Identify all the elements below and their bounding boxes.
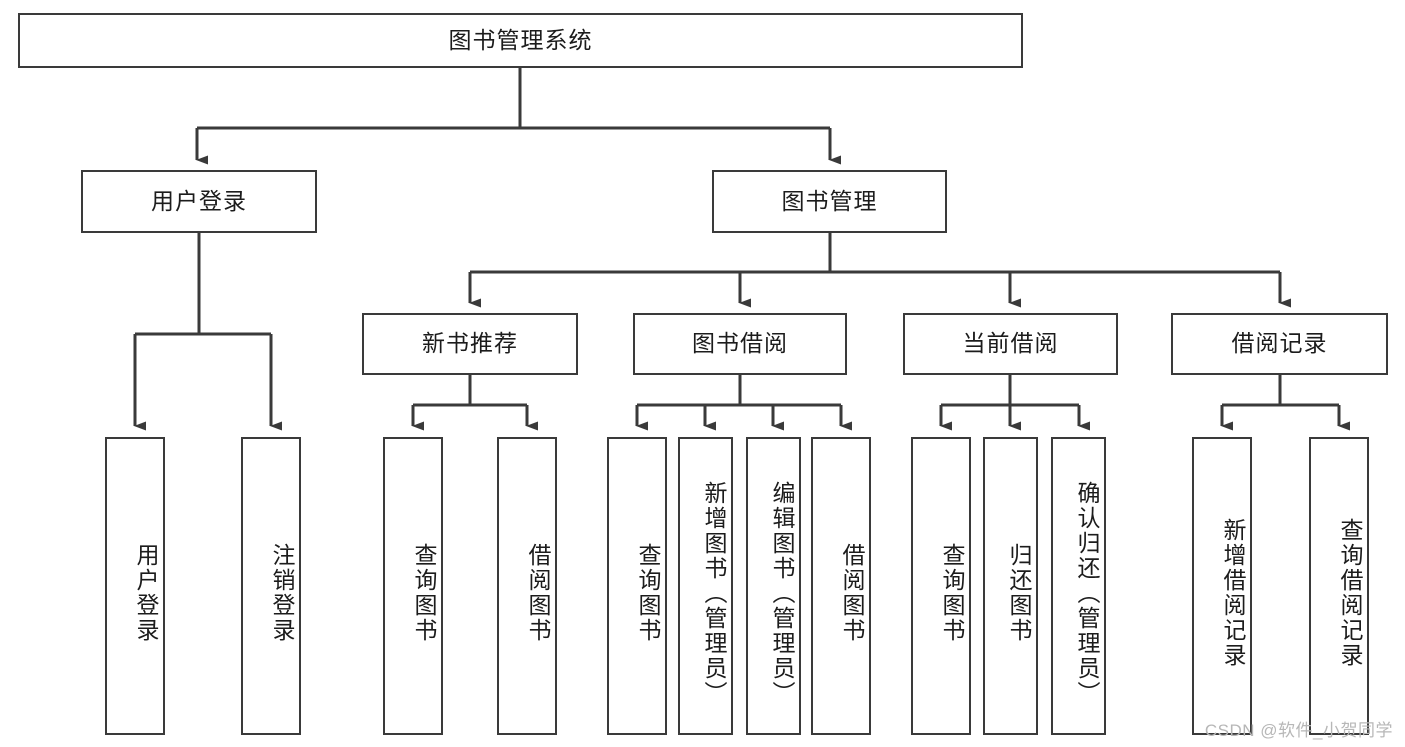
leaf-new-book-borrow-book[interactable]: 借阅图书 — [497, 437, 557, 735]
node-label: 用户登录 — [133, 543, 159, 643]
node-label: 新书推荐 — [422, 330, 518, 357]
leaf-current-borrow-return-book[interactable]: 归还图书 — [983, 437, 1038, 735]
node-label: 确认归还（管理员） — [1074, 480, 1100, 706]
node-label: 注销登录 — [269, 543, 295, 643]
node-label: 图书管理系统 — [448, 26, 593, 53]
leaf-current-borrow-confirm-return-admin[interactable]: 确认归还（管理员） — [1051, 437, 1106, 735]
node-label: 查询借阅记录 — [1337, 518, 1363, 668]
node-borrow-record[interactable]: 借阅记录 — [1171, 313, 1388, 375]
node-label: 查询图书 — [635, 543, 661, 643]
leaf-user-login-logout[interactable]: 注销登录 — [241, 437, 301, 735]
leaf-borrow-record-query-record[interactable]: 查询借阅记录 — [1309, 437, 1369, 735]
leaf-book-borrow-query-book[interactable]: 查询图书 — [607, 437, 667, 735]
node-book-management[interactable]: 图书管理 — [712, 170, 947, 233]
node-label: 图书借阅 — [692, 330, 788, 357]
node-label: 当前借阅 — [962, 330, 1059, 357]
leaf-user-login-login[interactable]: 用户登录 — [105, 437, 165, 735]
node-label: 新增借阅记录 — [1220, 518, 1246, 668]
leaf-book-borrow-borrow-book[interactable]: 借阅图书 — [811, 437, 871, 735]
node-label: 新增图书（管理员） — [701, 480, 727, 706]
leaf-borrow-record-add-record[interactable]: 新增借阅记录 — [1192, 437, 1252, 735]
leaf-book-borrow-add-book-admin[interactable]: 新增图书（管理员） — [678, 437, 733, 735]
node-label: 查询图书 — [939, 543, 965, 643]
node-new-book-recommend[interactable]: 新书推荐 — [362, 313, 578, 375]
leaf-current-borrow-query-book[interactable]: 查询图书 — [911, 437, 971, 735]
node-root-book-management-system[interactable]: 图书管理系统 — [18, 13, 1023, 68]
node-label: 用户登录 — [151, 187, 247, 214]
node-book-borrow[interactable]: 图书借阅 — [633, 313, 847, 375]
leaf-new-book-query-book[interactable]: 查询图书 — [383, 437, 443, 735]
node-label: 归还图书 — [1006, 543, 1032, 643]
node-label: 编辑图书（管理员） — [769, 480, 795, 706]
node-user-login[interactable]: 用户登录 — [81, 170, 317, 233]
node-label: 借阅记录 — [1231, 330, 1328, 357]
node-label: 借阅图书 — [839, 543, 865, 643]
leaf-book-borrow-edit-book-admin[interactable]: 编辑图书（管理员） — [746, 437, 801, 735]
node-label: 查询图书 — [411, 543, 437, 643]
node-label: 借阅图书 — [525, 543, 551, 643]
node-current-borrow[interactable]: 当前借阅 — [903, 313, 1118, 375]
node-label: 图书管理 — [781, 187, 878, 214]
